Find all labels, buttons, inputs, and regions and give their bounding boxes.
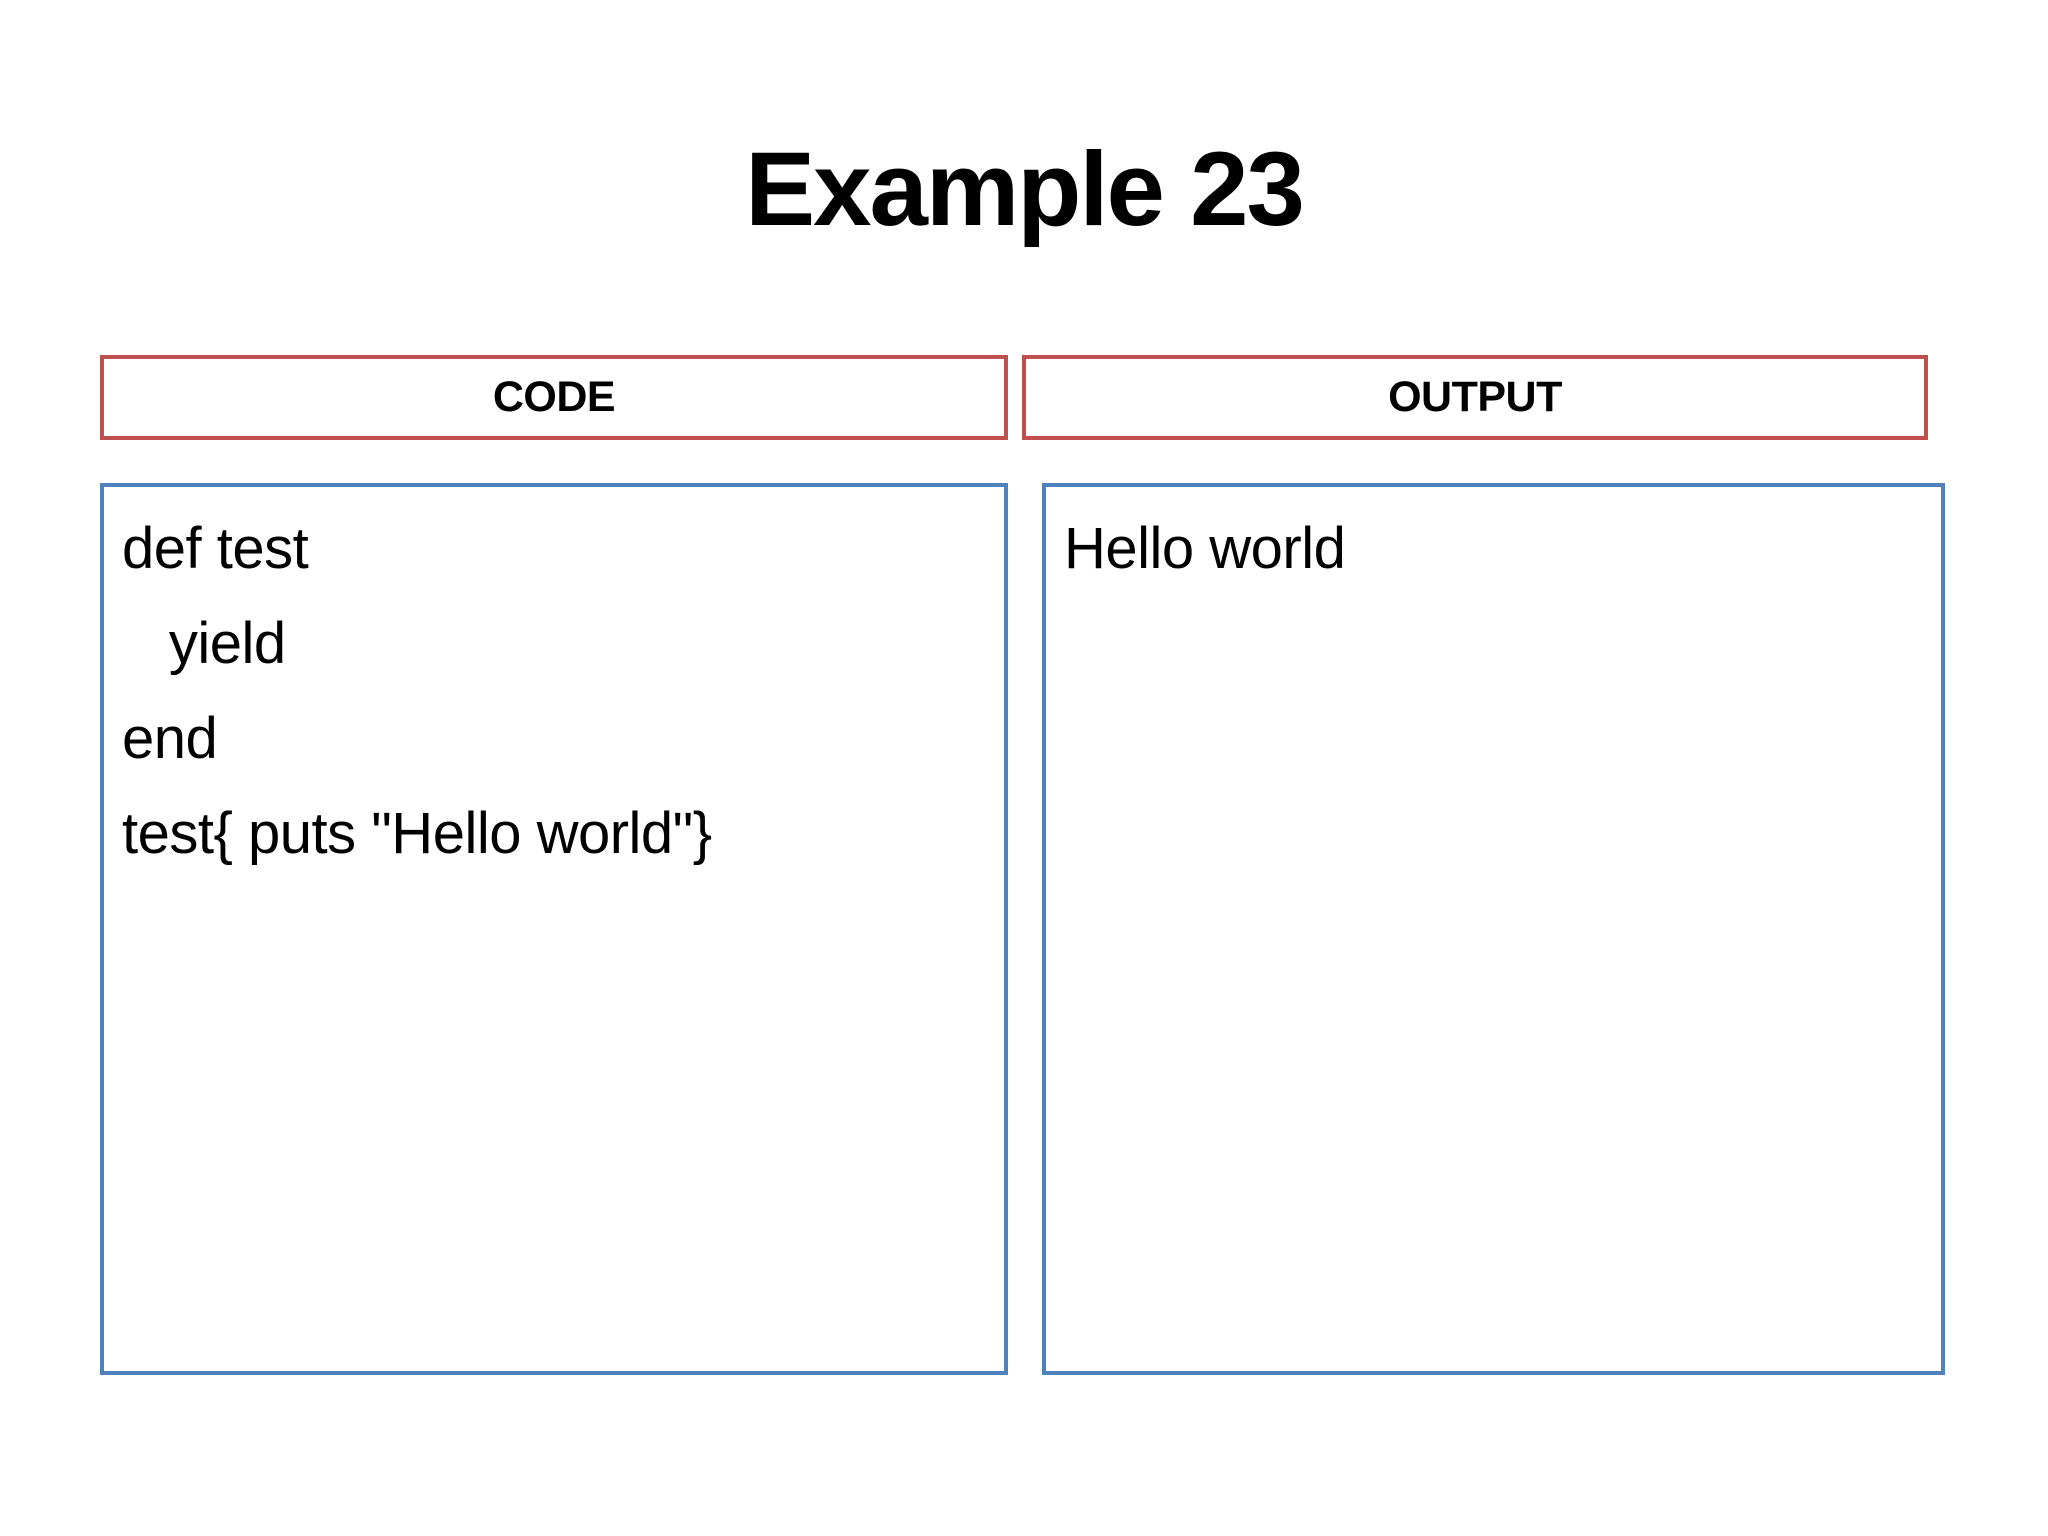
- output-header-box: OUTPUT: [1022, 355, 1928, 440]
- output-content-box: Hello world: [1042, 483, 1945, 1375]
- code-text: def test yield end test{ puts "Hello wor…: [122, 516, 712, 866]
- code-header-box: CODE: [100, 355, 1008, 440]
- output-text: Hello world: [1064, 516, 1346, 581]
- output-header-label: OUTPUT: [1388, 373, 1562, 421]
- code-header-label: CODE: [492, 373, 616, 421]
- slide-title: Example 23: [745, 131, 1305, 248]
- code-content-box: def test yield end test{ puts "Hello wor…: [100, 483, 1008, 1375]
